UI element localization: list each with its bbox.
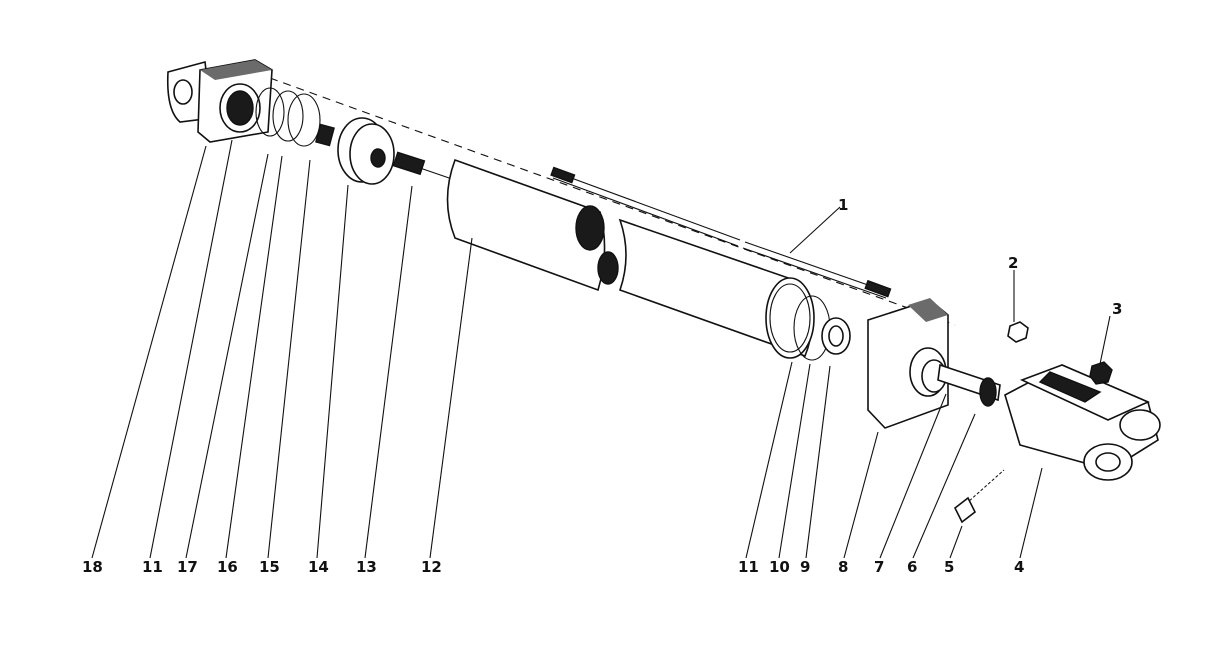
callout-16: 16	[217, 558, 238, 576]
callout-18: 18	[82, 558, 103, 576]
callout-11-rear: 11	[142, 558, 163, 576]
rear-seals	[255, 87, 335, 147]
callout-9: 9	[800, 558, 810, 576]
callout-7: 7	[874, 558, 884, 576]
nut-2	[1007, 321, 1029, 343]
callout-13: 13	[356, 558, 377, 576]
cylinder-barrel	[446, 158, 815, 359]
bolt	[953, 468, 1006, 524]
rear-end-cap	[166, 59, 273, 143]
callout-10: 10	[769, 558, 790, 576]
callout-8: 8	[838, 558, 848, 576]
callout-12: 12	[421, 558, 442, 576]
callout-3: 3	[1112, 300, 1122, 318]
callout-labels: 1 2 3 4 5 6 7 8 9 10 11 11 12 13 14 15 1…	[82, 196, 1122, 576]
nut-3	[1089, 361, 1113, 385]
rod-clevis	[1004, 364, 1161, 481]
tie-rod	[550, 166, 892, 299]
piston-rod-end	[392, 151, 456, 181]
callout-4: 4	[1014, 558, 1024, 576]
front-end-cap	[867, 298, 949, 429]
callout-15: 15	[259, 558, 280, 576]
callout-5: 5	[944, 558, 954, 576]
rod-wiper	[979, 377, 997, 407]
alignment-line	[269, 77, 956, 326]
leader-lines	[91, 139, 1111, 559]
callout-17: 17	[177, 558, 198, 576]
callout-6: 6	[907, 558, 917, 576]
front-seals	[793, 295, 851, 361]
callout-11-front: 11	[738, 558, 759, 576]
piston	[337, 117, 395, 185]
callout-2: 2	[1008, 254, 1018, 272]
callout-14: 14	[308, 558, 329, 576]
callout-1: 1	[838, 196, 848, 214]
